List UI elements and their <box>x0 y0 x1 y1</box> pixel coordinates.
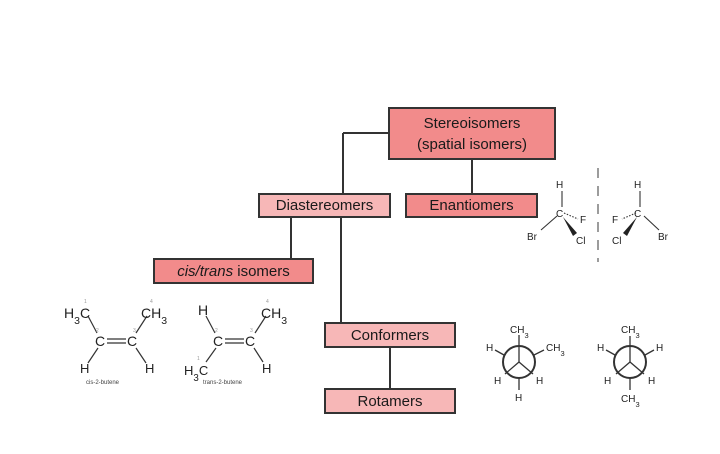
conformers-label: Conformers <box>350 326 430 344</box>
newman-projection-left: CH3 CH3 H H H H <box>486 325 565 404</box>
enantiomer-right-h: H <box>634 180 641 191</box>
newman-left-right-up: CH3 <box>546 343 565 358</box>
enantiomer-left-br: Br <box>527 232 538 243</box>
enantiomer-left-structure: H C F Br Cl <box>527 180 586 247</box>
cis-c-left: C <box>95 333 105 349</box>
trans-num-2: 2 <box>215 328 218 334</box>
rotamers-box: Rotamers <box>324 388 456 414</box>
trans-c-left: C <box>213 333 223 349</box>
newman-left-bottom: H <box>515 393 522 404</box>
cis-h-left: H <box>80 361 89 376</box>
diastereomers-label: Diastereomers <box>275 197 374 214</box>
trans-num-1: 1 <box>197 356 200 362</box>
newman-left-top: CH3 <box>510 325 529 340</box>
newman-right-right-up: H <box>656 343 663 354</box>
diastereomers-box: Diastereomers <box>258 193 391 218</box>
connector-lines <box>290 132 473 388</box>
trans-2-butene-structure: H CH3 C C H3C H 1 2 3 4 trans-2-butene <box>184 299 287 386</box>
trans-num-4: 4 <box>266 299 269 305</box>
newman-left-left-down: H <box>494 376 501 387</box>
newman-left-left-up: H <box>486 343 493 354</box>
stereoisomers-line2: (spatial isomers) <box>416 135 528 153</box>
enantiomer-right-br: Br <box>658 232 669 243</box>
newman-right-right-down: H <box>648 376 655 387</box>
cis-num-1: 1 <box>84 299 87 305</box>
enantiomer-left-c: C <box>556 209 563 220</box>
enantiomer-right-c: C <box>634 209 641 220</box>
trans-c-right: C <box>245 333 255 349</box>
enantiomer-left-h: H <box>556 180 563 191</box>
cis-num-3: 3 <box>133 328 136 334</box>
cis-c-right: C <box>127 333 137 349</box>
cis-caption: cis-2-butene <box>86 380 120 386</box>
trans-ch3-top: CH3 <box>261 305 287 327</box>
cis-trans-isomers-box: cis/trans isomers <box>153 258 314 284</box>
newman-right-bottom: CH3 <box>621 394 640 409</box>
rotamers-label: Rotamers <box>357 392 423 410</box>
conformers-box: Conformers <box>324 322 456 348</box>
cis-trans-rest: isomers <box>233 262 290 280</box>
newman-right-top: CH3 <box>621 325 640 340</box>
newman-right-left-up: H <box>597 343 604 354</box>
enantiomer-right-structure: H C F Br Cl <box>612 180 669 247</box>
enantiomers-label: Enantiomers <box>429 197 514 214</box>
cis-ch3-right: CH3 <box>141 305 167 327</box>
stereoisomers-line1: Stereoisomers <box>423 114 521 132</box>
trans-caption: trans-2-butene <box>203 380 243 386</box>
cis-num-2: 2 <box>96 328 99 334</box>
cis-num-4: 4 <box>150 299 153 305</box>
stereoisomers-box: Stereoisomers (spatial isomers) <box>388 107 556 160</box>
cis-ch3-left: H3C <box>64 305 90 327</box>
trans-h-top: H <box>198 302 208 318</box>
cis-2-butene-structure: H3C CH3 C C H H 1 2 3 4 cis-2-butene <box>64 299 167 386</box>
enantiomer-left-cl: Cl <box>576 236 585 247</box>
trans-h-bottom: H <box>262 361 271 376</box>
cis-trans-label: cis/trans isomers <box>177 261 290 282</box>
newman-projection-right: CH3 H H H H CH3 <box>597 325 663 409</box>
enantiomer-left-f: F <box>580 215 586 226</box>
trans-num-3: 3 <box>250 328 253 334</box>
enantiomer-right-f: F <box>612 215 618 226</box>
enantiomers-box: Enantiomers <box>405 193 538 218</box>
newman-left-right-down: H <box>536 376 543 387</box>
enantiomer-right-cl: Cl <box>612 236 621 247</box>
newman-right-left-down: H <box>604 376 611 387</box>
cis-trans-italic: cis/trans <box>177 262 234 280</box>
cis-h-right: H <box>145 361 154 376</box>
